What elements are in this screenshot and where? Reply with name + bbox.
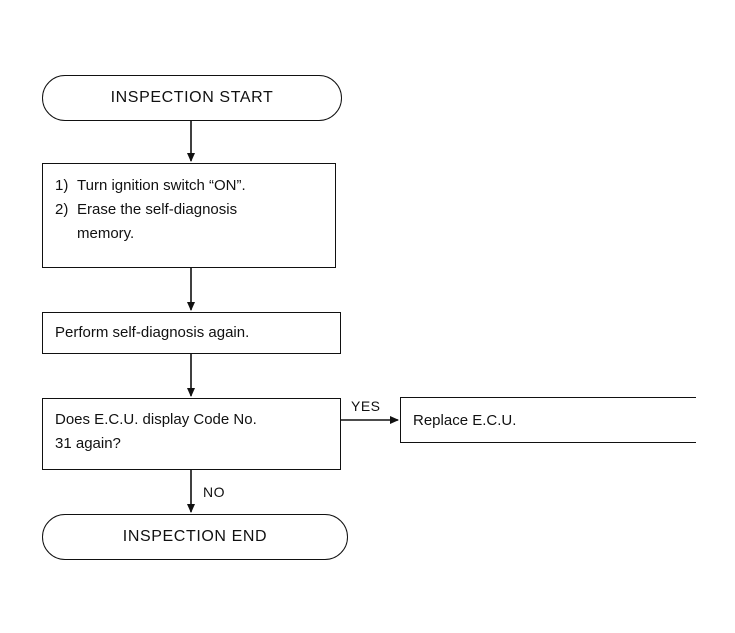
replace-label: Replace E.C.U. — [413, 412, 517, 429]
step-2-continued: memory. — [77, 225, 135, 242]
step-1: 1)Turn ignition switch “ON”. — [55, 177, 246, 194]
decision-line-1: Does E.C.U. display Code No. — [55, 411, 257, 428]
step-box: 1)Turn ignition switch “ON”. 2)Erase the… — [42, 163, 336, 268]
decision-box: Does E.C.U. display Code No. 31 again? — [42, 398, 341, 470]
step-2: 2)Erase the self-diagnosis — [55, 201, 238, 218]
no-label: NO — [203, 484, 225, 500]
perform-label: Perform self-diagnosis again. — [55, 324, 250, 341]
start-terminal: INSPECTION START — [42, 75, 342, 121]
end-label: INSPECTION END — [122, 528, 268, 545]
decision-line-2: 31 again? — [55, 435, 121, 452]
perform-box: Perform self-diagnosis again. — [42, 312, 341, 354]
replace-box: Replace E.C.U. — [400, 397, 696, 443]
yes-label: YES — [351, 398, 381, 414]
end-terminal: INSPECTION END — [42, 514, 348, 560]
start-label: INSPECTION START — [110, 89, 274, 106]
